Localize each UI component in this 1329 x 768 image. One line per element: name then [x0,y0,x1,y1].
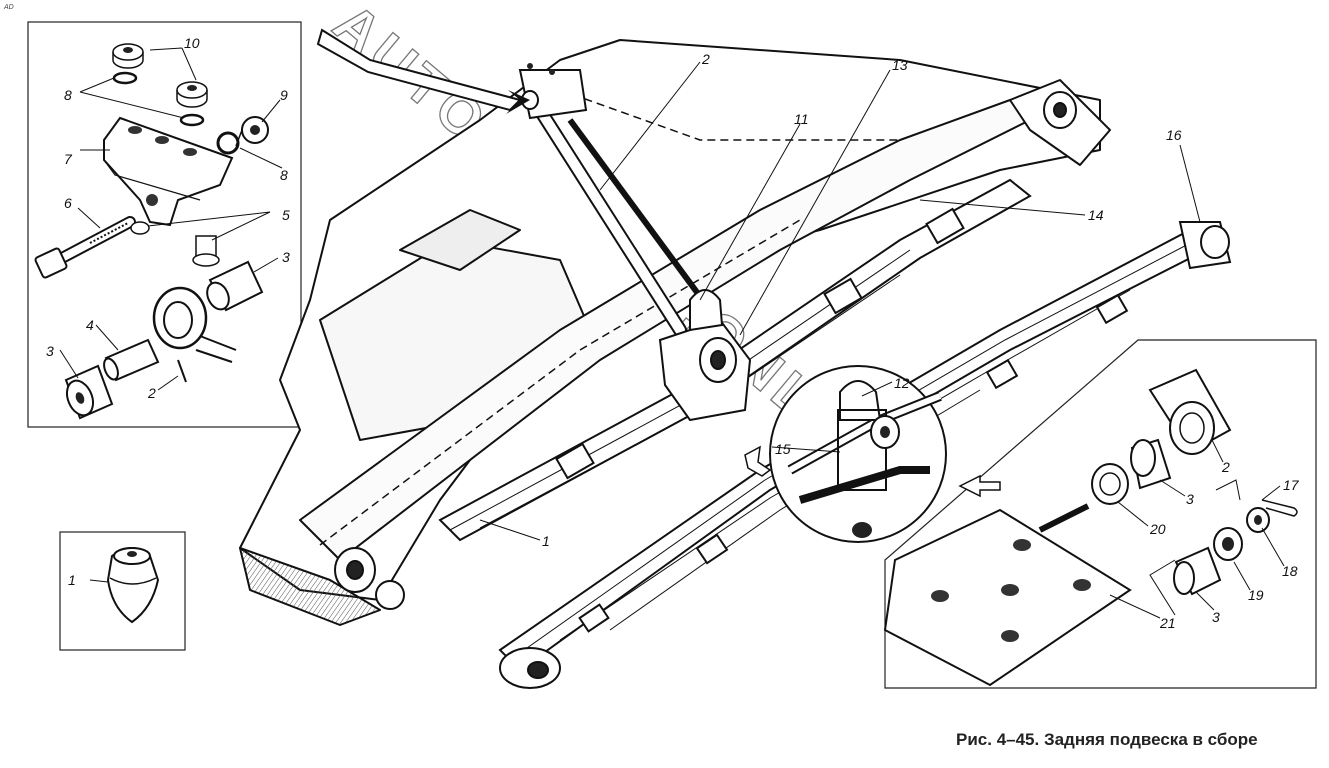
callout-label: 3 [282,249,290,265]
callout-label: 4 [86,317,94,333]
washer-part [112,71,138,85]
vehicle-frame [239,39,1111,626]
bushing-part [216,116,269,155]
washer-part [179,113,205,127]
callout-label: 2 [701,51,710,67]
callout-label: 8 [280,167,288,183]
pointer-arrow [744,445,772,477]
callout-label: 3 [46,343,54,359]
callout-label: 9 [280,87,288,103]
callout-label: 20 [1149,521,1166,537]
callout-label: 14 [1088,207,1104,223]
callout-label: 15 [775,441,791,457]
callout-label: 11 [794,111,809,127]
callout-label: 12 [894,375,910,391]
callout-label: 21 [1159,615,1176,631]
callout-label: 19 [1248,587,1264,603]
detail-leader-lines [59,47,283,391]
callout-label: 13 [892,57,908,73]
callout-label: 1 [68,572,76,588]
callout-label: 17 [1283,477,1300,493]
bracket-part [103,116,234,227]
detail-box-top-left [27,21,302,428]
callout-label: 6 [64,195,72,211]
callout-label: 3 [1186,491,1194,507]
callout-label: 18 [1282,563,1298,579]
callout-label: 7 [64,151,73,167]
pointer-arrow [316,28,530,114]
leader-lines [479,61,1285,619]
nut-part [112,43,144,69]
shock-absorber [518,63,713,337]
callout-label: 8 [64,87,72,103]
callout-label: 5 [282,207,290,223]
callout-label: 2 [147,385,156,401]
detail-box-right [883,339,1317,689]
inset-bump-stop [59,531,186,651]
magnified-detail-circle [769,365,947,543]
figure-caption: Рис. 4–45. Задняя подвеска в сборе [956,730,1258,749]
rubber-bushing-part [206,260,264,312]
nut-part [176,81,208,108]
callout-labels: 10 8 9 7 8 6 5 3 4 3 2 1 2 13 11 16 14 1… [46,35,1300,631]
rubber-bushing-part [64,364,114,420]
bolt-part [34,216,136,279]
pointer-arrow [958,474,1001,498]
leaf-spring-near [498,221,1232,689]
callout-label: 10 [184,35,200,51]
callout-label: 1 [542,533,550,549]
callout-label: 16 [1166,127,1182,143]
corner-mark: AD [4,4,14,11]
spring-eye-part [152,286,237,383]
bolt-part [130,221,220,267]
callout-label: 2 [1221,459,1230,475]
sleeve-part [103,338,160,382]
spring-u-bolt-assembly [658,289,752,422]
callout-label: 3 [1212,609,1220,625]
